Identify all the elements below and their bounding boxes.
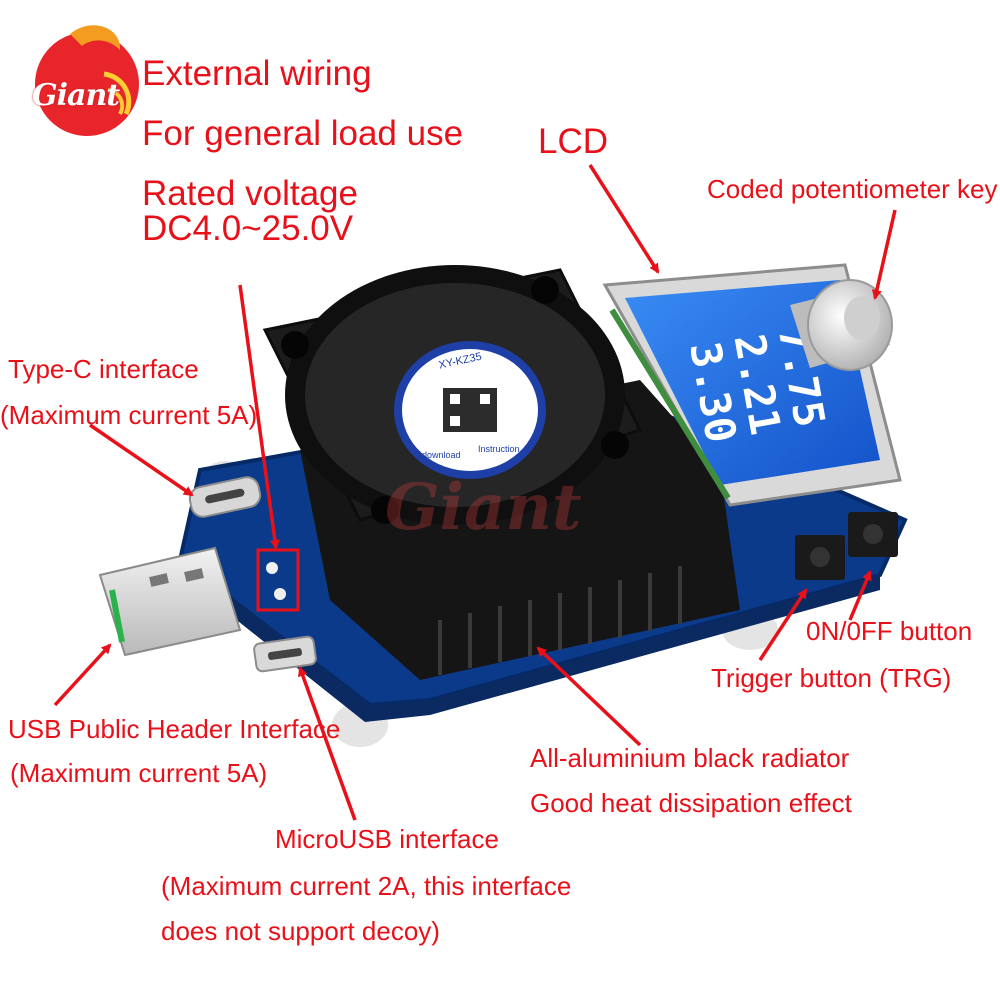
callout-external-wiring: External wiring <box>142 54 372 93</box>
callout-micro-current: (Maximum current 2A, this interface <box>161 871 572 901</box>
brand-logo-text: Giant <box>32 78 120 113</box>
callout-usb-title: USB Public Header Interface <box>8 714 341 744</box>
usb-a-plug <box>98 546 242 657</box>
callout-radiator-note: Good heat dissipation effect <box>530 788 852 818</box>
callout-voltage-range: DC4.0~25.0V <box>142 209 354 248</box>
wiring-pads <box>256 548 300 612</box>
watermark: Giant <box>385 470 582 545</box>
coded-potentiometer-knob <box>790 279 893 371</box>
onoff-button <box>848 512 898 557</box>
callout-radiator-title: All-aluminium black radiator <box>530 743 850 773</box>
callout-trigger: Trigger button (TRG) <box>711 663 952 693</box>
callout-onoff: 0N/0FF button <box>806 616 973 646</box>
callout-lcd: LCD <box>538 122 609 161</box>
callout-micro-note: does not support decoy) <box>161 916 440 946</box>
trigger-button <box>795 535 845 580</box>
callout-coded-key: Coded potentiometer key <box>707 174 998 204</box>
callout-usb-current: (Maximum current 5A) <box>10 758 268 788</box>
callout-rated-voltage: Rated voltage <box>142 174 358 213</box>
callout-arrows <box>53 164 897 821</box>
qr-caption-right: Instruction <box>478 444 520 454</box>
cooling-fan: XY-KZ35 download Instruction <box>262 265 643 525</box>
brand-logo <box>35 25 139 136</box>
callout-typec-title: Type-C interface <box>8 354 199 384</box>
callout-typec-current: (Maximum current 5A) <box>0 400 258 430</box>
qr-caption-left: download <box>422 450 461 460</box>
callout-general-load: For general load use <box>142 114 464 153</box>
callout-micro-title: MicroUSB interface <box>275 824 499 854</box>
